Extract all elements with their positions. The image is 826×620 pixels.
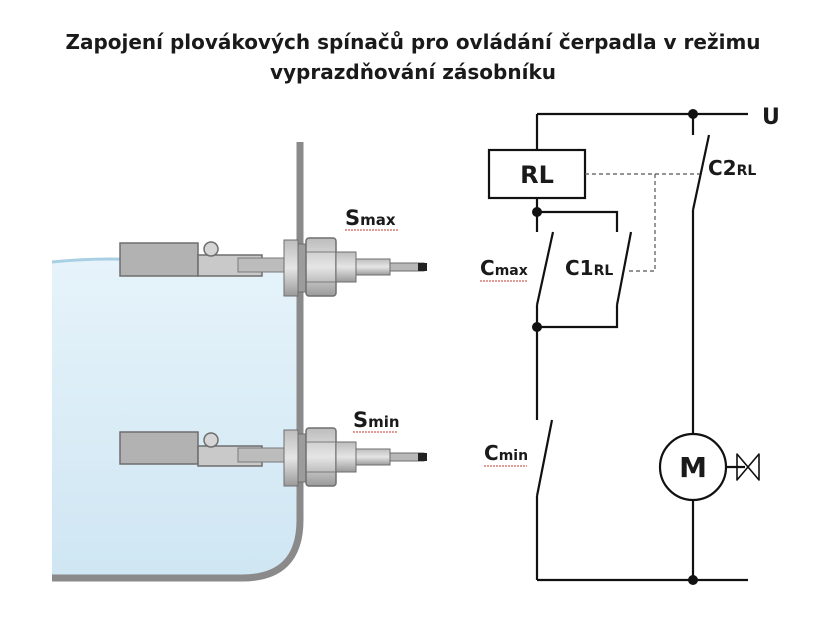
nut	[305, 427, 337, 487]
tank	[51, 142, 304, 582]
junction-dot	[532, 207, 542, 217]
thread	[335, 441, 357, 473]
float-body	[119, 431, 199, 465]
contact-c1-blade	[615, 231, 633, 306]
supply-label: U	[762, 105, 780, 130]
stem	[237, 257, 287, 273]
contact-min-blade	[535, 419, 554, 497]
wall-plate	[297, 433, 307, 483]
junction-dot	[532, 322, 542, 332]
sensor-max-label: Smax	[345, 206, 396, 230]
float-body	[119, 242, 199, 277]
cable-gland	[355, 258, 391, 276]
float-switch-min	[119, 427, 427, 487]
contact-max-label: Cmax	[480, 256, 528, 280]
flange	[283, 239, 299, 297]
hinge-pin	[203, 432, 219, 448]
thread	[335, 251, 357, 283]
contact-c2-blade	[691, 134, 711, 211]
hinge-pin	[203, 241, 219, 257]
contact-c1-label: C1RL	[565, 256, 613, 280]
junctions	[532, 109, 698, 585]
contact-max-blade	[535, 231, 555, 306]
motor-label: M	[679, 451, 707, 484]
relay-label: RL	[520, 161, 554, 189]
wire-branch-c1-top	[537, 210, 619, 232]
cable-end	[418, 453, 427, 461]
junction-dot	[688, 575, 698, 585]
cable-end	[418, 263, 427, 271]
cable-gland	[355, 448, 391, 466]
diagram-title-line-1: Zapojení plovákových spínačů pro ovládán…	[65, 30, 761, 54]
flange	[283, 429, 299, 487]
diagram-title-line-2: vyprazdňování zásobníku	[269, 60, 556, 84]
valve-icon	[736, 453, 760, 481]
junction-dot	[688, 109, 698, 119]
stem	[237, 447, 287, 463]
wire-branch-c1-bottom	[537, 305, 619, 329]
tank-water	[52, 259, 300, 575]
tank-wall	[52, 142, 304, 582]
contact-c2-label: C2RL	[708, 156, 756, 180]
sensor-min-label: Smin	[353, 408, 400, 432]
contact-min-label: Cmin	[484, 441, 528, 465]
nut	[305, 237, 337, 297]
wall-plate	[297, 243, 307, 293]
relay-linkage	[585, 173, 700, 272]
float-switch-max	[119, 237, 427, 297]
